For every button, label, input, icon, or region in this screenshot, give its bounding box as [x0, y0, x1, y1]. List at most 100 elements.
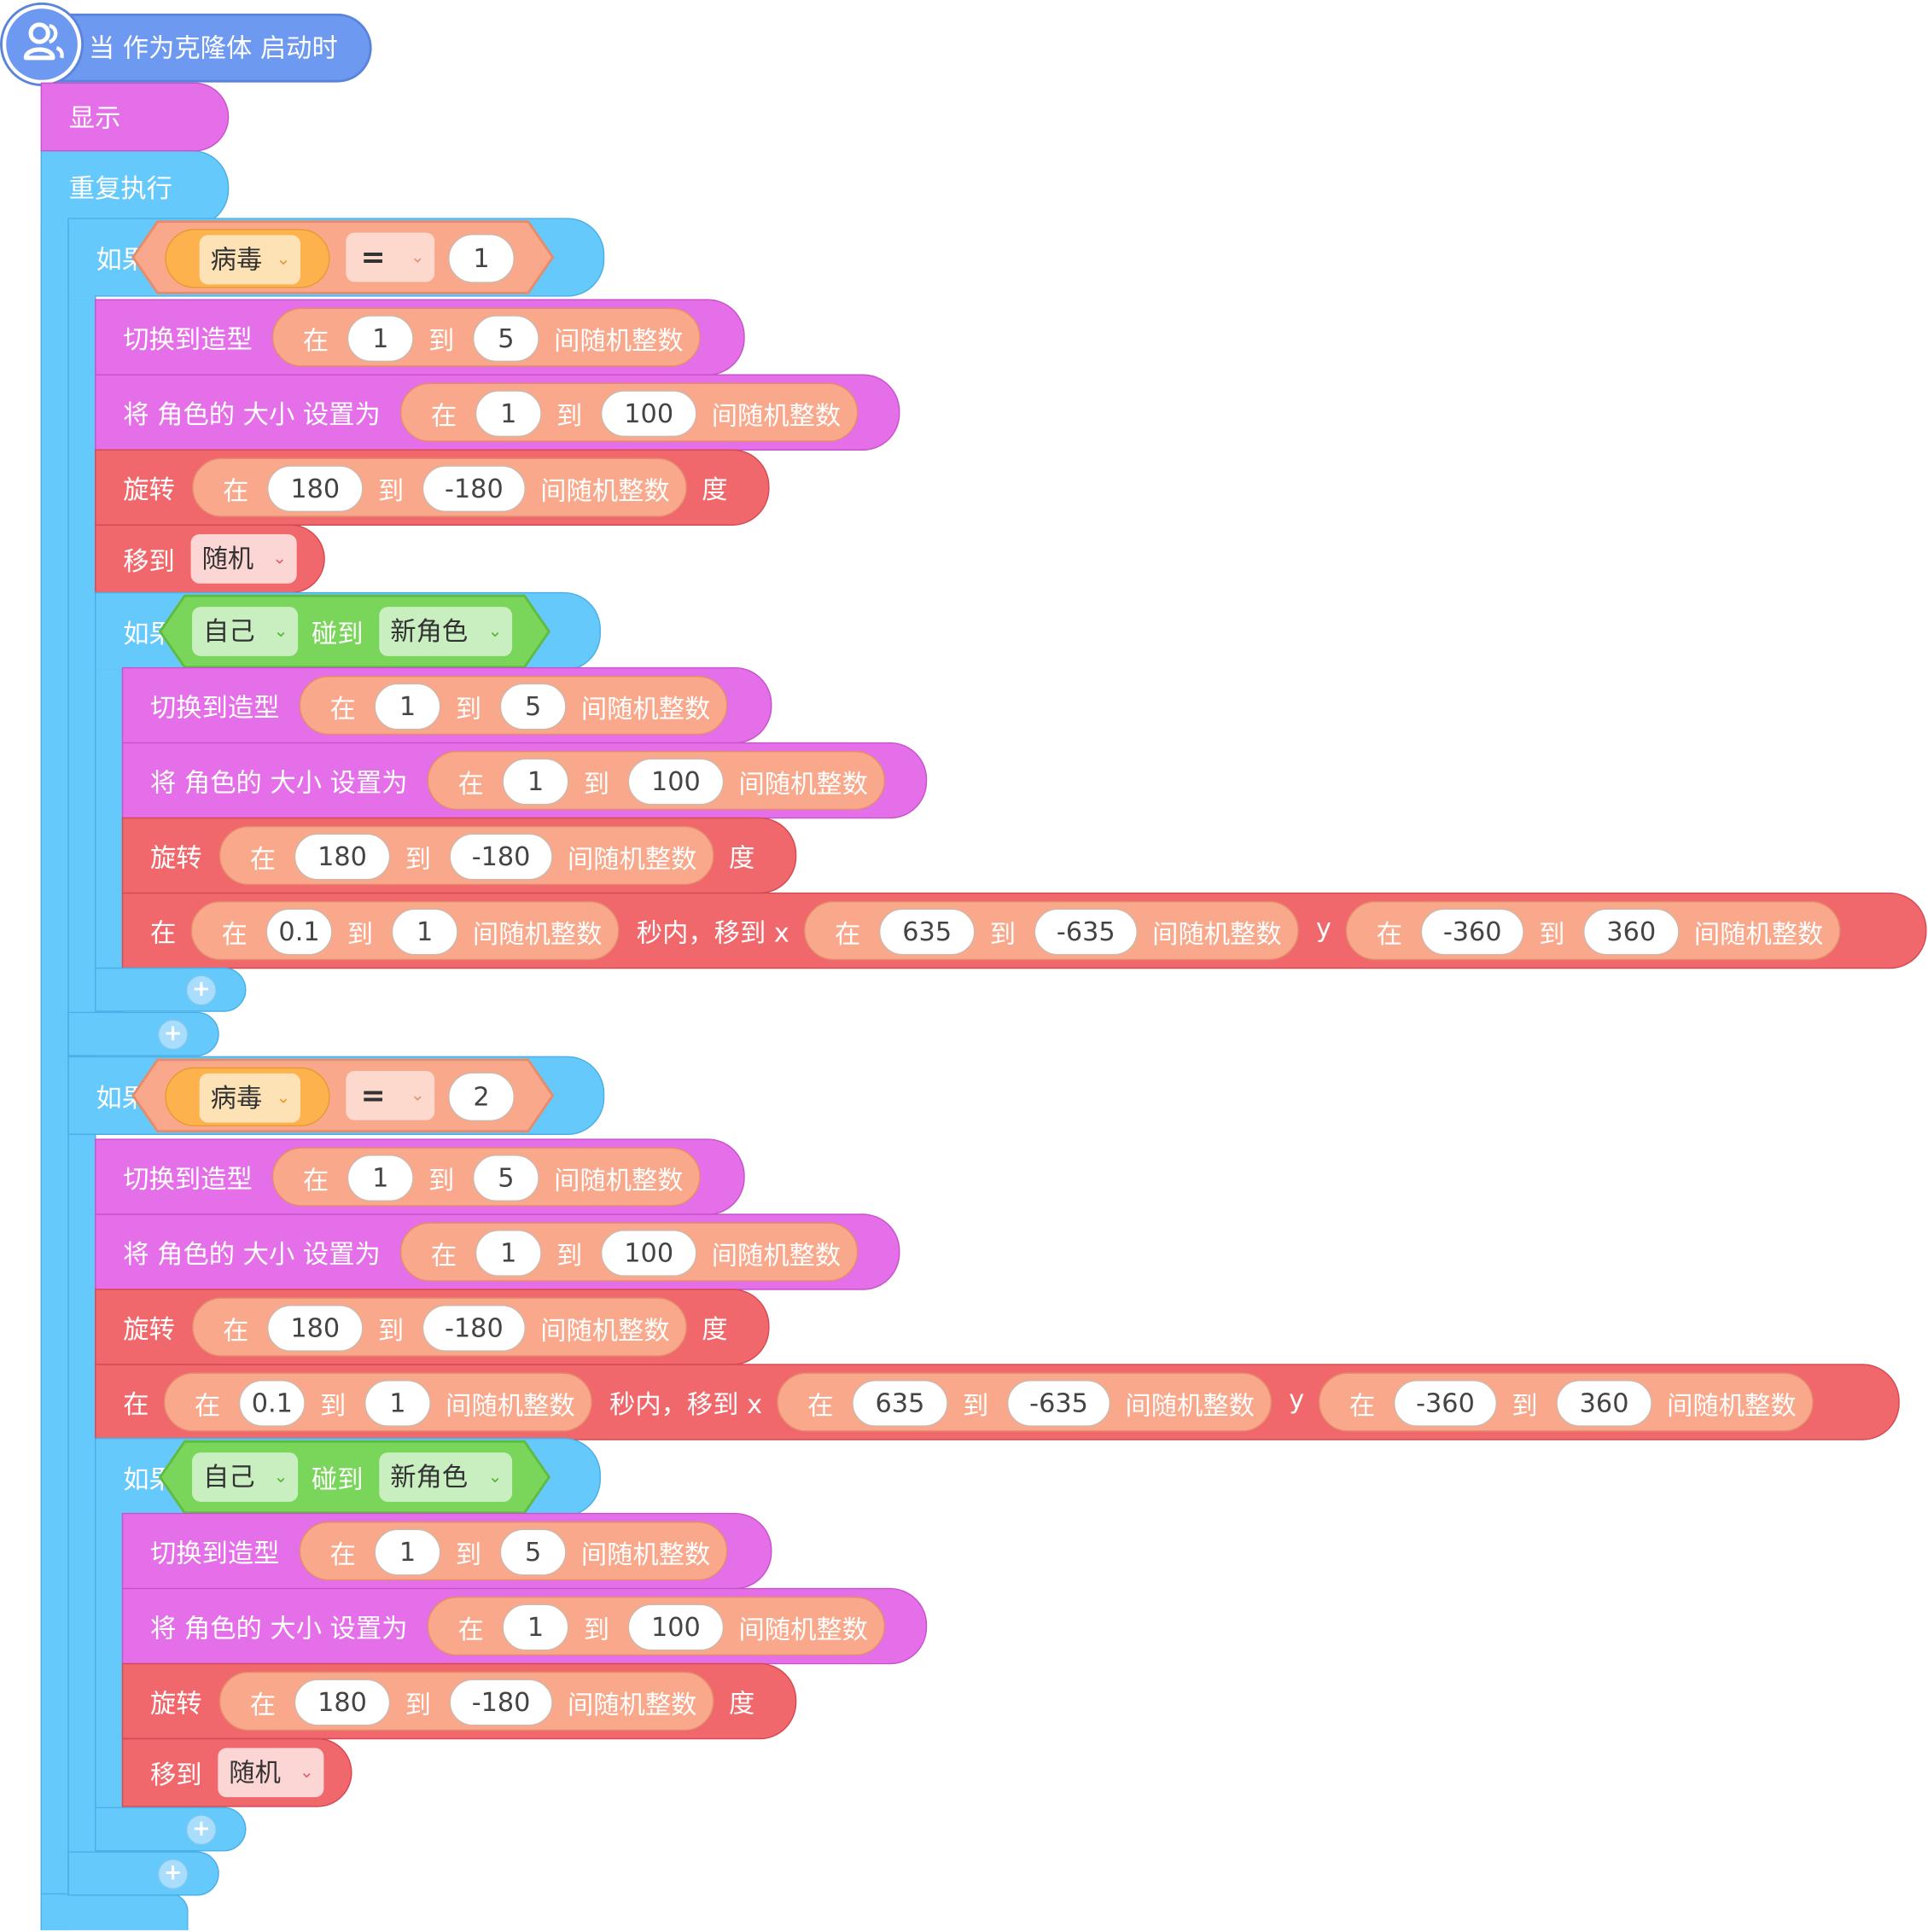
variable-reporter[interactable]: 病毒⌄: [165, 229, 330, 288]
max-input[interactable]: 1: [364, 1380, 431, 1427]
max-input[interactable]: 5: [472, 315, 539, 363]
max-input[interactable]: 1: [391, 908, 458, 956]
variable-reporter[interactable]: 病毒⌄: [165, 1067, 330, 1126]
max-input[interactable]: -635: [1034, 908, 1138, 956]
min-input[interactable]: 180: [294, 833, 391, 881]
if-block[interactable]: 如果自己⌄碰到新角色⌄: [95, 1437, 601, 1517]
max-input[interactable]: -180: [449, 833, 553, 881]
go-to-target-dropdown[interactable]: 随机⌄: [190, 534, 297, 584]
min-input[interactable]: 1: [502, 1603, 569, 1651]
min-input[interactable]: 180: [294, 1679, 391, 1726]
min-input[interactable]: 0.1: [238, 1380, 306, 1427]
max-input[interactable]: 360: [1556, 1380, 1652, 1427]
go-to-block[interactable]: 移到随机⌄: [95, 524, 325, 594]
add-block-plus-icon[interactable]: +: [185, 975, 217, 1006]
compare-value-input[interactable]: 1: [448, 234, 515, 283]
if-block[interactable]: 如果自己⌄碰到新角色⌄: [95, 591, 601, 672]
max-input[interactable]: 360: [1583, 908, 1680, 956]
variable-dropdown[interactable]: 病毒⌄: [199, 235, 300, 285]
min-input[interactable]: 1: [502, 758, 569, 806]
self-dropdown[interactable]: 自己⌄: [192, 1452, 299, 1502]
when-clone-starts-block[interactable]: 当 作为克隆体 启动时: [37, 13, 372, 83]
min-input[interactable]: 1: [374, 683, 441, 730]
add-block-plus-icon[interactable]: +: [157, 1859, 189, 1890]
max-input[interactable]: -635: [1006, 1380, 1111, 1427]
min-input[interactable]: 0.1: [265, 908, 333, 956]
min-input[interactable]: 635: [878, 908, 976, 956]
chevron-down-icon: ⌄: [410, 1085, 425, 1106]
max-input[interactable]: 5: [499, 1528, 567, 1576]
min-input[interactable]: 1: [374, 1528, 441, 1576]
compare-value-input[interactable]: 2: [448, 1072, 515, 1122]
show-block[interactable]: 显示: [40, 82, 230, 152]
min-input[interactable]: -360: [1393, 1380, 1498, 1427]
max-input[interactable]: -180: [422, 465, 526, 513]
max-input[interactable]: 5: [472, 1155, 539, 1202]
if-block[interactable]: 如果病毒⌄=⌄2: [67, 1056, 605, 1135]
add-block-plus-icon[interactable]: +: [157, 1019, 189, 1050]
forever-block[interactable]: 重复执行: [40, 149, 230, 227]
min-input[interactable]: -360: [1420, 908, 1524, 956]
min-input[interactable]: 1: [347, 1155, 414, 1202]
if-block[interactable]: 如果病毒⌄=⌄1: [67, 218, 605, 297]
min-input[interactable]: 635: [852, 1380, 948, 1427]
max-input[interactable]: 100: [627, 758, 725, 806]
min-input[interactable]: 1: [475, 1230, 542, 1277]
sprite-dropdown[interactable]: 新角色⌄: [379, 607, 513, 656]
max-input[interactable]: 100: [627, 1603, 725, 1651]
operator-dropdown[interactable]: =⌄: [346, 1070, 435, 1120]
self-dropdown[interactable]: 自己⌄: [192, 607, 299, 656]
min-input[interactable]: 1: [347, 315, 414, 363]
add-block-plus-icon[interactable]: +: [185, 1814, 217, 1846]
in-label: 在: [457, 1615, 484, 1645]
go-to-block[interactable]: 移到随机⌄: [121, 1737, 352, 1807]
max-input[interactable]: 100: [600, 390, 697, 438]
max-input[interactable]: 5: [499, 683, 567, 730]
min-input[interactable]: 180: [267, 1305, 364, 1352]
random-int-label: 间随机整数: [580, 1539, 711, 1570]
min-input[interactable]: 1: [475, 390, 542, 438]
sprite-dropdown[interactable]: 新角色⌄: [379, 1452, 513, 1502]
random-int-label: 间随机整数: [554, 326, 684, 356]
max-input[interactable]: -180: [449, 1679, 553, 1726]
variable-dropdown[interactable]: 病毒⌄: [199, 1073, 300, 1123]
operator-dropdown[interactable]: =⌄: [346, 232, 435, 282]
go-to-target-dropdown[interactable]: 随机⌄: [218, 1748, 324, 1798]
glide-seconds-move-x-label: 秒内，移到 x: [609, 1389, 763, 1420]
max-input[interactable]: 100: [600, 1230, 697, 1277]
max-input[interactable]: -180: [422, 1305, 526, 1352]
min-input[interactable]: 180: [267, 465, 364, 513]
